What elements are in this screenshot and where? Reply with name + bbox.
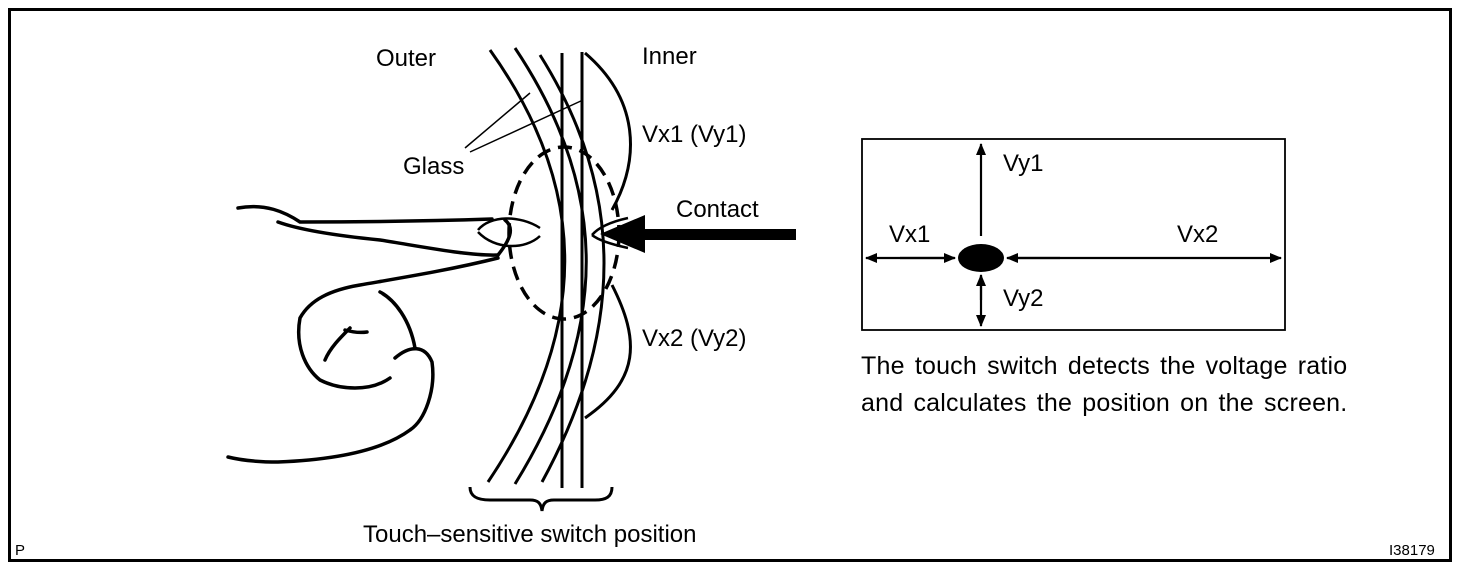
caption-line-2: and calculates the position on the scree…: [861, 389, 1348, 417]
switch-position-bracket: [468, 486, 614, 512]
corner-label-left: P: [15, 542, 25, 559]
inner-bulge-lower: [584, 284, 632, 420]
vy1-label: Vy1: [1003, 150, 1043, 177]
inner-label: Inner: [642, 43, 697, 70]
vx2-label: Vx2: [1177, 221, 1218, 248]
vx2-vy2-label: Vx2 (Vy2): [642, 325, 746, 352]
figure-code-label: I38179: [1389, 542, 1435, 559]
diagram-frame: [8, 8, 1452, 562]
contact-label: Contact: [676, 196, 759, 223]
inner-bulge-upper: [584, 51, 632, 211]
glass-label: Glass: [403, 153, 464, 180]
outer-glass-curve-3: [538, 54, 606, 483]
contact-arrow: [600, 215, 796, 253]
glass-pointers: [464, 92, 584, 153]
screen-diagram: Vy1 Vy2 Vx1 Vx2: [861, 138, 1286, 331]
outer-label: Outer: [376, 45, 436, 72]
hand-illustration: [226, 204, 513, 464]
vy2-label: Vy2: [1003, 285, 1043, 312]
contact-arcs: [477, 216, 629, 250]
screen-rectangle: [861, 138, 1286, 331]
screen-caption: The touch switch detects the voltage rat…: [861, 348, 1347, 422]
contact-point-dot: [958, 244, 1004, 272]
switch-position-label: Touch–sensitive switch position: [363, 521, 697, 548]
glass-layers: [486, 47, 632, 488]
vx1-vy1-label: Vx1 (Vy1): [642, 121, 746, 148]
outer-glass-curve-1: [486, 49, 567, 483]
vx1-label: Vx1: [889, 221, 930, 248]
caption-line-1: The touch switch detects the voltage rat…: [861, 352, 1348, 380]
outer-glass-curve-2: [513, 47, 588, 485]
